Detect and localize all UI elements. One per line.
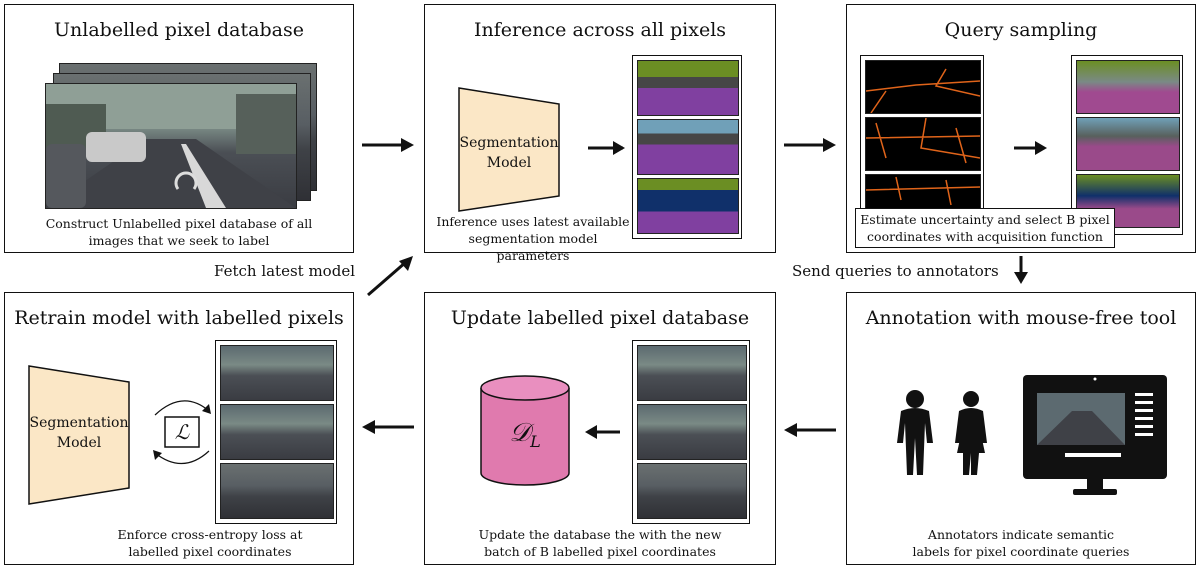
database-cylinder-icon (480, 375, 620, 486)
labelled-image (220, 463, 334, 519)
arrow-left-icon (784, 423, 836, 437)
panel-title: Unlabelled pixel database (54, 19, 304, 41)
send-queries-label: Send queries to annotators (792, 262, 999, 280)
panel-caption: Annotators indicate semantic labels for … (912, 527, 1130, 559)
panel-inference: Inference across all pixels Segmentation… (424, 4, 776, 263)
panel-query-sampling: Query sampling Estimate uncertainty and … (846, 4, 1196, 253)
panel-caption: Enforce cross-entropy loss at labelled p… (117, 527, 303, 559)
labelled-image (637, 463, 747, 519)
street-scene-illustration (46, 84, 296, 208)
segmentation-output-strip (632, 55, 742, 239)
panel-annotation: Annotation with mouse-free tool Annota (846, 292, 1196, 565)
segmentation-model-shape (28, 365, 211, 505)
arrow-right-icon (1014, 141, 1047, 155)
model-label: Segmentation Model (459, 135, 559, 171)
labelled-image-strip (215, 340, 337, 524)
annotators-and-monitor (897, 375, 1167, 495)
labelled-image (220, 345, 334, 401)
query-image (1076, 117, 1180, 171)
labelled-image (220, 404, 334, 460)
arrow-down-icon (1014, 256, 1028, 284)
segmentation-map (637, 119, 739, 175)
panel-caption: Update the database the with the new bat… (478, 527, 722, 559)
monitor-icon (1023, 375, 1167, 495)
panel-update-database: Update labelled pixel database 𝒟L Update… (424, 292, 776, 565)
labelled-image (637, 345, 747, 401)
uncertainty-map (865, 60, 981, 114)
model-label: Segmentation Model (29, 415, 129, 451)
arrow-up-right-icon (367, 256, 413, 297)
panel-title: Update labelled pixel database (450, 307, 750, 329)
street-image (45, 83, 297, 209)
loss-symbol: ℒ (174, 420, 190, 444)
panel-title: Query sampling (944, 19, 1098, 41)
segmentation-model-shape (458, 87, 625, 212)
query-image-strip (1071, 55, 1183, 235)
panel-caption: Construct Unlabelled pixel database of a… (45, 216, 313, 248)
database-symbol: 𝒟L (509, 418, 541, 452)
fetch-model-label: Fetch latest model (214, 262, 355, 280)
segmentation-map (637, 178, 739, 234)
query-image (1076, 60, 1180, 114)
person-icon (955, 391, 987, 475)
panel-unlabelled-database: Unlabelled pixel database Construct Unla… (4, 4, 354, 253)
panel-retrain-model: Retrain model with labelled pixels Segme… (4, 292, 354, 565)
panel-title: Inference across all pixels (473, 19, 727, 41)
labelled-image-strip (632, 340, 750, 524)
arrow-left-icon (362, 420, 414, 434)
labelled-image (637, 404, 747, 460)
person-icon (897, 390, 933, 475)
segmentation-map (637, 60, 739, 116)
panel-title: Retrain model with labelled pixels (14, 307, 344, 329)
uncertainty-map (865, 117, 981, 171)
panel-title: Annotation with mouse-free tool (865, 307, 1177, 329)
arrow-right-icon (362, 138, 414, 152)
arrow-right-icon (784, 138, 836, 152)
panel-caption: Estimate uncertainty and select B pixel … (855, 208, 1115, 248)
panel-caption: Inference uses latest available segmenta… (436, 214, 630, 263)
